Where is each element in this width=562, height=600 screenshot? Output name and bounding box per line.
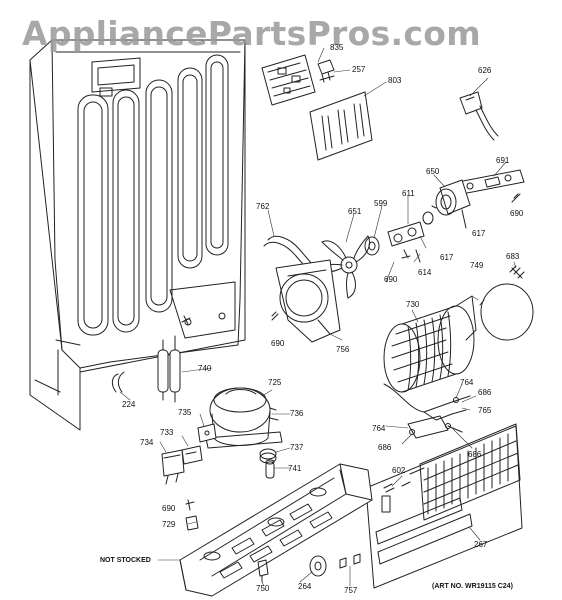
part-label-690-a: 690 xyxy=(510,209,524,218)
fan-hub xyxy=(364,236,380,256)
part-label-683: 683 xyxy=(506,252,520,261)
part-label-765: 765 xyxy=(478,406,492,415)
run-capacitor xyxy=(161,449,185,485)
part-label-690-b: 690 xyxy=(384,275,398,284)
heater-cover xyxy=(479,283,534,341)
part-label-764-a: 764 xyxy=(460,378,474,387)
motor-mount xyxy=(387,221,425,263)
part-label-267: 267 xyxy=(474,540,488,549)
part-label-734: 734 xyxy=(140,438,154,447)
not-stocked-note: NOT STOCKED xyxy=(100,557,151,564)
connector-257 xyxy=(317,59,335,83)
evaporator-coil xyxy=(383,295,477,393)
screw-690 xyxy=(511,193,521,203)
part-label-686-b: 686 xyxy=(378,443,392,452)
screw-757 xyxy=(339,553,361,569)
part-label-602: 602 xyxy=(392,466,406,475)
part-label-741: 741 xyxy=(288,464,302,473)
part-label-614: 614 xyxy=(418,268,432,277)
rear-roller xyxy=(309,555,327,577)
refrigerant-tubing xyxy=(383,383,471,439)
drain-tube xyxy=(263,235,313,271)
part-label-735: 735 xyxy=(178,408,192,417)
part-label-257: 257 xyxy=(352,65,366,74)
start-relay xyxy=(197,423,217,443)
fan-motor xyxy=(422,179,471,229)
leveling-foot xyxy=(257,559,269,583)
part-label-686-a: 686 xyxy=(478,388,492,397)
part-label-729: 729 xyxy=(162,520,176,529)
grommet xyxy=(259,448,277,464)
part-label-757: 757 xyxy=(344,586,358,595)
part-label-686-c: 686 xyxy=(468,450,482,459)
compressor xyxy=(205,387,283,449)
overload-protector xyxy=(181,445,203,465)
part-label-835: 835 xyxy=(330,43,344,52)
part-label-611: 611 xyxy=(402,189,415,198)
part-label-650: 650 xyxy=(426,167,440,176)
screw-602 xyxy=(383,481,411,493)
rear-access-cover xyxy=(365,423,523,589)
part-label-762: 762 xyxy=(256,202,270,211)
part-label-750: 750 xyxy=(256,584,270,593)
part-label-756: 756 xyxy=(336,345,350,354)
part-label-617-a: 617 xyxy=(472,229,486,238)
cabinet-back-panel xyxy=(29,39,246,431)
cover-plate xyxy=(309,91,373,161)
part-label-737: 737 xyxy=(290,443,304,452)
mounting-sleeve xyxy=(265,459,275,479)
part-label-691: 691 xyxy=(496,156,510,165)
part-label-690-c: 690 xyxy=(271,339,285,348)
power-cord xyxy=(459,91,499,141)
control-board xyxy=(261,54,316,106)
machine-compartment-base xyxy=(179,463,373,597)
filter-drier xyxy=(157,315,191,403)
part-label-749: 749 xyxy=(470,261,484,270)
part-label-690-d: 690 xyxy=(162,504,176,513)
fan-blade xyxy=(317,235,370,299)
art-number: (ART NO. WR19115 C24) xyxy=(432,583,513,590)
part-label-730: 730 xyxy=(406,300,420,309)
leader-lines xyxy=(119,47,517,587)
part-label-764-b: 764 xyxy=(372,424,386,433)
fan-bracket xyxy=(457,169,525,195)
part-label-733: 733 xyxy=(160,428,174,437)
part-label-740: 740 xyxy=(198,364,212,373)
part-label-617-b: 617 xyxy=(440,253,454,262)
fan-shroud xyxy=(275,259,341,343)
part-label-599: 599 xyxy=(374,199,388,208)
part-label-626: 626 xyxy=(478,66,492,75)
drain-hose xyxy=(111,371,125,393)
part-label-736: 736 xyxy=(290,409,304,418)
part-label-725: 725 xyxy=(268,378,282,387)
watermark: AppliancePartsPros.com xyxy=(22,14,481,53)
screw-690 xyxy=(185,499,195,511)
part-label-224: 224 xyxy=(122,400,136,409)
part-label-803: 803 xyxy=(388,76,402,85)
screw-683 xyxy=(509,265,525,279)
screw-690 xyxy=(271,311,279,321)
part-label-651: 651 xyxy=(348,207,362,216)
part-label-264: 264 xyxy=(298,582,312,591)
